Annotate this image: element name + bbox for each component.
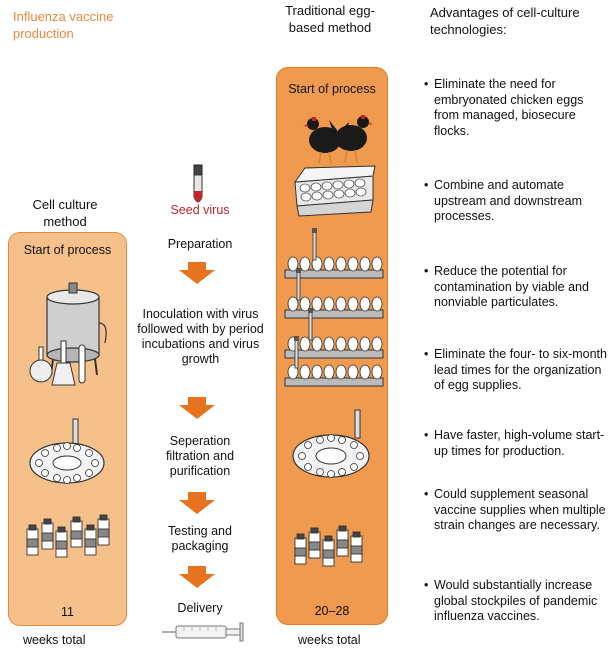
cell-culture-panel: Start of process bbox=[8, 232, 127, 626]
virus-label: virus bbox=[203, 203, 230, 217]
egg-based-weeks-number: 20–28 bbox=[314, 604, 350, 618]
advantage-item: • Combine and automate upstream and down… bbox=[424, 178, 582, 223]
test-tube-icon bbox=[193, 164, 203, 203]
advantage-item: • Eliminate the need for embryonated chi… bbox=[424, 77, 584, 138]
down-arrow-icon bbox=[179, 492, 215, 514]
advantage-item: • Could supplement seasonal vaccine supp… bbox=[424, 487, 606, 532]
diagram-title: Influenza vaccine production bbox=[13, 9, 114, 41]
down-arrow-icon bbox=[179, 566, 215, 588]
bullet-icon: • bbox=[424, 77, 429, 91]
seed-virus-label: Seed virus bbox=[160, 203, 240, 218]
egg-based-start-label: Start of process bbox=[288, 82, 376, 96]
egg-based-weeks-label: weeks total bbox=[298, 633, 361, 647]
vials-icon bbox=[294, 525, 363, 567]
step-preparation: Preparation bbox=[167, 237, 233, 251]
cell-culture-heading: Cell culture method bbox=[32, 197, 98, 229]
bullet-icon: • bbox=[424, 578, 429, 592]
advantage-item: • Have faster, high-volume start-up time… bbox=[424, 428, 605, 458]
egg-carton-icon bbox=[293, 165, 376, 217]
advantage-item: • Eliminate the four- to six-month lead … bbox=[424, 347, 607, 392]
cell-culture-weeks-number: 11 bbox=[61, 605, 74, 619]
chicken-icon bbox=[303, 115, 373, 165]
advantage-item: • Would substantially increase global st… bbox=[424, 578, 598, 623]
step-testing: Testing and packaging bbox=[168, 524, 232, 553]
egg-based-heading: Traditional egg-based method bbox=[285, 3, 375, 35]
culture-plate-icon bbox=[29, 418, 105, 484]
culture-plate-icon bbox=[292, 409, 370, 478]
egg-tray-icon bbox=[284, 228, 384, 387]
seed-label: Seed bbox=[170, 203, 200, 217]
advantage-item: • Reduce the potential for contamination… bbox=[424, 264, 589, 309]
bullet-icon: • bbox=[424, 347, 429, 361]
syringe-icon bbox=[162, 622, 244, 642]
cell-culture-start-label: Start of process bbox=[23, 243, 112, 257]
step-separation: Seperation filtration and purification bbox=[165, 434, 235, 478]
down-arrow-icon bbox=[179, 397, 215, 419]
step-delivery: Delivery bbox=[177, 601, 223, 615]
flask-icon bbox=[29, 340, 86, 386]
bullet-icon: • bbox=[424, 487, 429, 501]
advantages-heading: Advantages of cell-culture technologies: bbox=[430, 5, 580, 37]
vials-icon bbox=[26, 514, 110, 558]
bullet-icon: • bbox=[424, 428, 429, 442]
bullet-icon: • bbox=[424, 178, 429, 192]
bullet-icon: • bbox=[424, 264, 429, 278]
egg-based-panel: Start of process bbox=[276, 67, 388, 625]
down-arrow-icon bbox=[179, 262, 215, 284]
bioreactor-icon bbox=[46, 282, 107, 376]
step-inoculation: Inoculation with virus followed with by … bbox=[137, 307, 264, 366]
cell-culture-weeks-label: weeks total bbox=[23, 633, 86, 647]
